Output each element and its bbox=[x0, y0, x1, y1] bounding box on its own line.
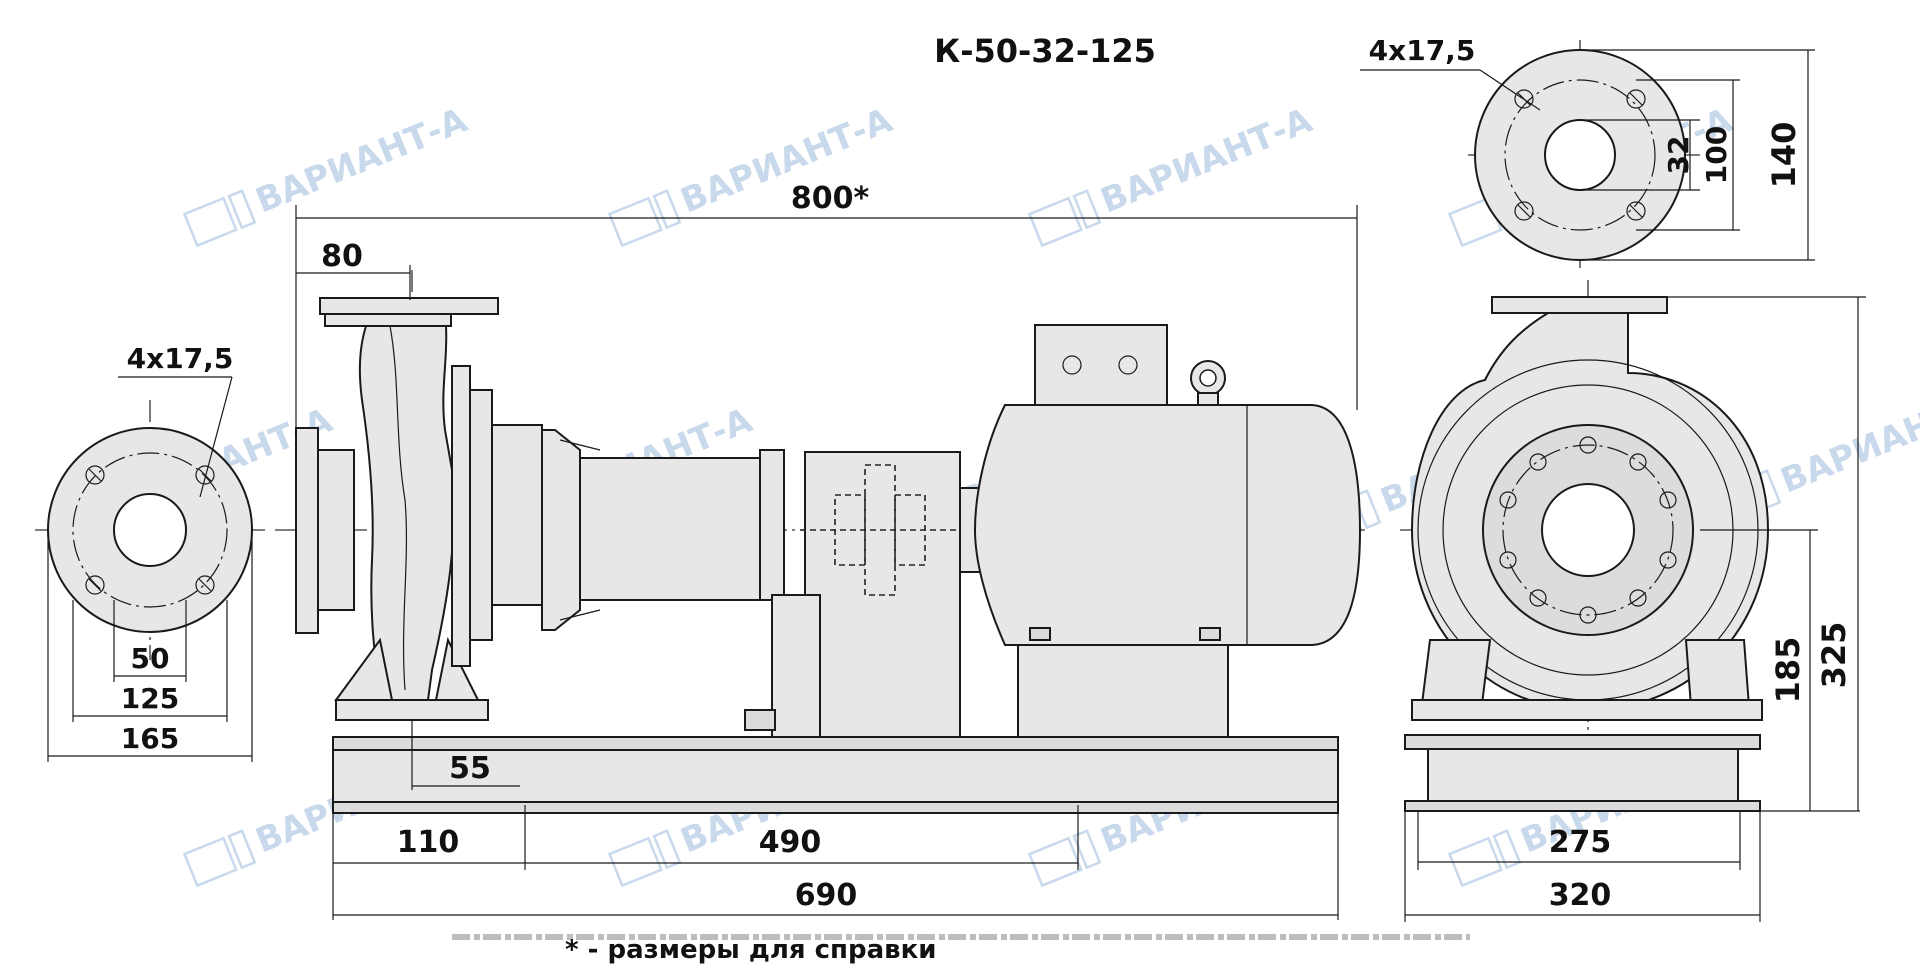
dim-axis-height: 185 bbox=[1769, 637, 1807, 704]
discharge-flange-view: 4x17,5 32 100 140 bbox=[1360, 34, 1815, 268]
dim-discharge-holes: 4x17,5 bbox=[1369, 34, 1476, 67]
pump-front-view bbox=[1400, 280, 1770, 812]
dim-discharge-flange-diameter: 140 bbox=[1765, 122, 1803, 189]
watermark-3: ВАРИАНТ-А bbox=[1027, 100, 1318, 248]
dim-discharge-bolt-circle: 100 bbox=[1700, 126, 1733, 184]
dim-suction-bolt-circle: 125 bbox=[121, 682, 179, 715]
front-discharge-flange bbox=[1491, 296, 1668, 314]
discharge-bore bbox=[1544, 119, 1616, 191]
dim-offset-110: 110 bbox=[397, 825, 460, 860]
casing-cover bbox=[451, 365, 471, 667]
dim-overall-length: 800* bbox=[791, 181, 870, 216]
dim-discharge-bore: 32 bbox=[1662, 136, 1695, 175]
watermark-2: ВАРИАНТ-А bbox=[607, 100, 898, 248]
dim-suction-bore: 50 bbox=[131, 642, 170, 675]
footnote: * - размеры для справки bbox=[565, 935, 936, 965]
baseframe-top bbox=[332, 736, 1339, 751]
side-view-dimensions: 800* 80 55 110 490 690 bbox=[295, 181, 1358, 920]
motor-terminal-box bbox=[1034, 324, 1168, 406]
baseframe-bottom bbox=[332, 801, 1339, 814]
dim-suction-holes: 4x17,5 bbox=[127, 342, 234, 375]
bearing-bracket bbox=[541, 429, 581, 631]
drawing-title: К-50-32-125 bbox=[934, 32, 1156, 70]
dim-frame-width: 320 bbox=[1549, 878, 1612, 913]
front-bolts bbox=[1499, 436, 1677, 624]
svg-text:ВАРИАНТ-А: ВАРИАНТ-А bbox=[250, 100, 473, 221]
front-suction-bore bbox=[1541, 483, 1635, 577]
suction-bolt-holes bbox=[85, 465, 215, 595]
front-baseframe bbox=[1427, 748, 1739, 802]
dim-suction-flange-diameter: 165 bbox=[121, 722, 179, 755]
bearing-housing bbox=[579, 457, 761, 601]
front-view-dimensions: 185 325 275 320 bbox=[1404, 296, 1866, 922]
dim-frame-length: 690 bbox=[795, 878, 858, 913]
discharge-bolt-circle bbox=[1504, 79, 1656, 231]
suction-flange-view: 4x17,5 50 125 165 bbox=[35, 342, 265, 762]
svg-text:ВАРИАНТ-А: ВАРИАНТ-А bbox=[1095, 100, 1318, 221]
dim-offset-55: 55 bbox=[449, 751, 491, 786]
dim-frame-span-275: 275 bbox=[1549, 825, 1612, 860]
suction-bore bbox=[113, 493, 187, 567]
discharge-bolt-holes bbox=[1514, 89, 1646, 221]
front-pump-foot bbox=[1411, 699, 1763, 721]
svg-text:ВАРИАНТ-А: ВАРИАНТ-А bbox=[1775, 380, 1920, 501]
suction-bolt-circle bbox=[72, 452, 228, 608]
dim-span-490: 490 bbox=[759, 825, 822, 860]
motor-base bbox=[1017, 644, 1229, 738]
watermark-1: ВАРИАНТ-А bbox=[182, 100, 473, 248]
pump-foot bbox=[335, 699, 489, 721]
dim-overall-height: 325 bbox=[1815, 622, 1853, 689]
baseframe bbox=[332, 749, 1339, 803]
discharge-flange bbox=[319, 297, 499, 315]
pump-volute bbox=[358, 325, 455, 701]
motor-body bbox=[973, 404, 1362, 646]
pump-unit-side-view bbox=[275, 270, 1365, 814]
coupling-hidden bbox=[800, 464, 970, 596]
dim-inlet-offset: 80 bbox=[321, 239, 363, 274]
suction-flange bbox=[295, 427, 319, 634]
